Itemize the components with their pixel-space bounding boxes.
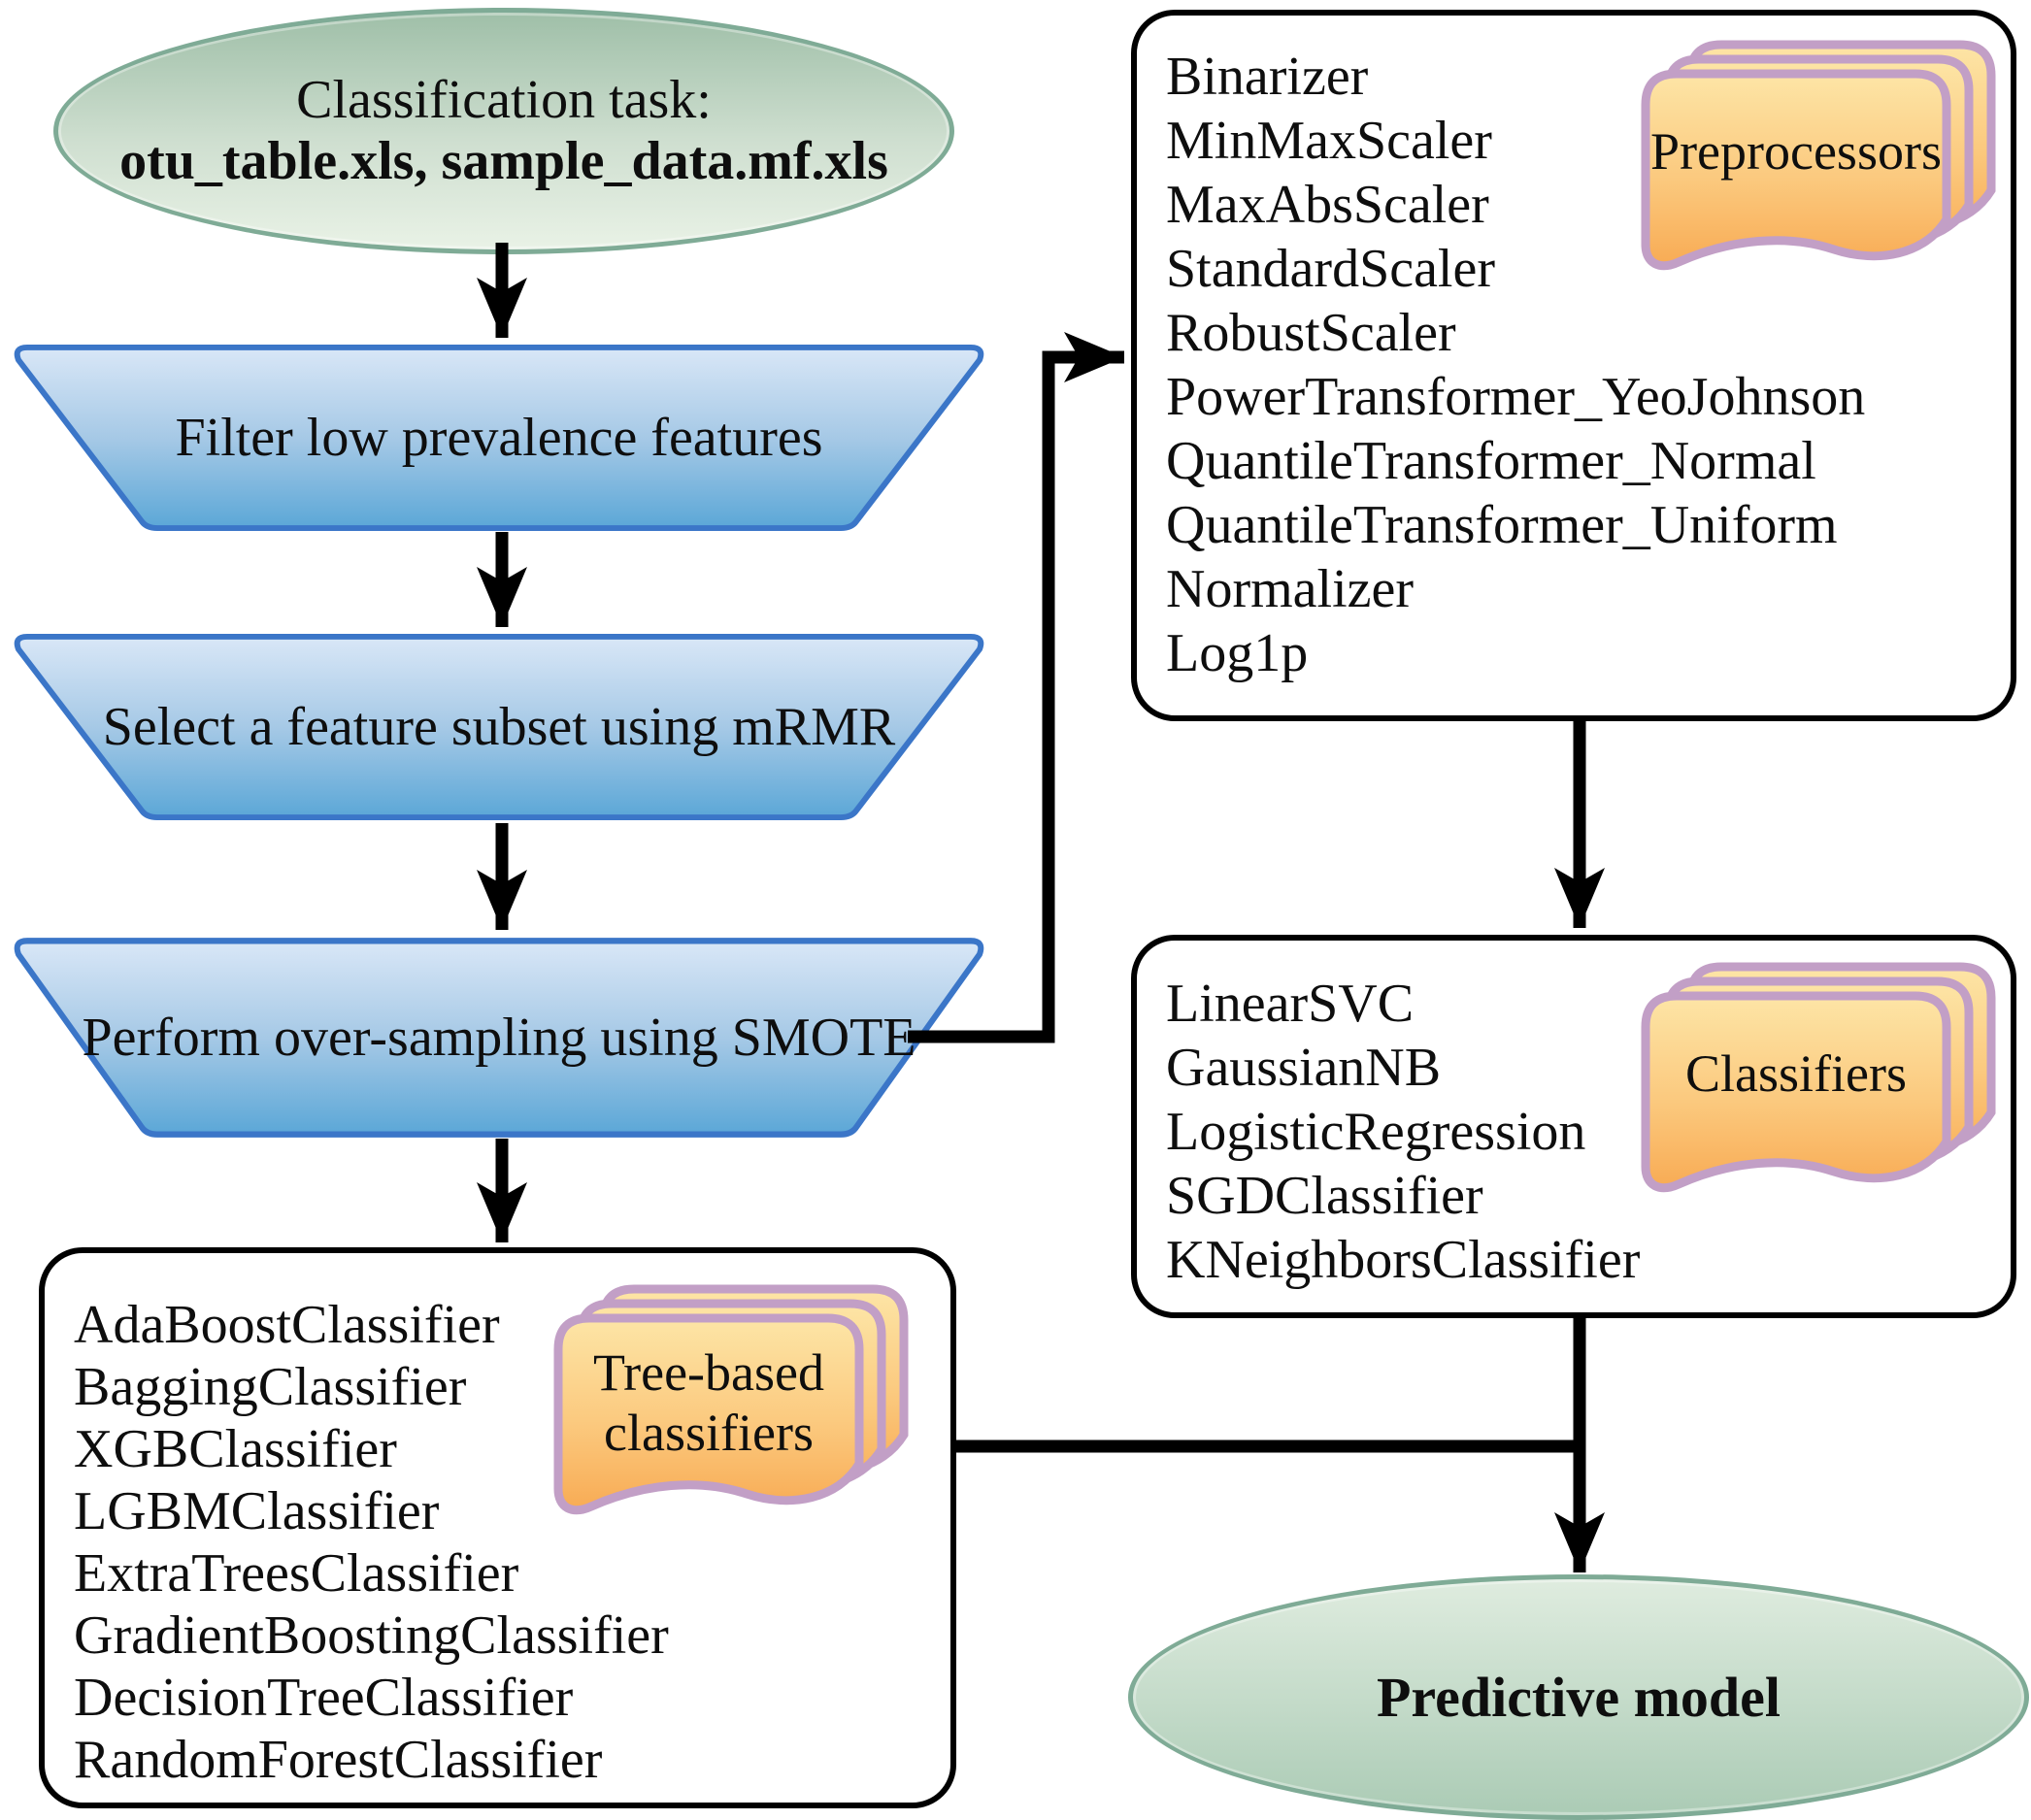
preprocessors-stack-icon: Preprocessors	[1638, 37, 1999, 291]
tree-classifiers-icon-label-line2: classifiers	[604, 1404, 814, 1462]
tree-classifiers-icon-label-line1: Tree-based	[593, 1343, 824, 1402]
step-mrmr-node: Select a feature subset using mRMR	[8, 631, 990, 823]
list-item: GradientBoostingClassifier	[74, 1605, 669, 1666]
list-item: DecisionTreeClassifier	[74, 1668, 574, 1728]
list-item: BaggingClassifier	[74, 1357, 467, 1417]
step-mrmr-label: Select a feature subset using mRMR	[102, 697, 896, 757]
list-item: XGBClassifier	[74, 1419, 397, 1479]
list-item: LGBMClassifier	[74, 1481, 440, 1541]
step-smote-label: Perform over-sampling using SMOTE	[82, 1008, 916, 1068]
list-item: Binarizer	[1166, 47, 1369, 107]
classifiers-icon-label: Classifiers	[1685, 1044, 1907, 1103]
list-item: SGDClassifier	[1166, 1166, 1483, 1226]
list-item: LogisticRegression	[1166, 1102, 1586, 1162]
classifiers-stack-icon: Classifiers	[1638, 959, 1999, 1213]
step-smote-node: Perform over-sampling using SMOTE	[8, 935, 990, 1141]
list-item: RobustScaler	[1166, 303, 1456, 363]
list-item: Normalizer	[1166, 559, 1414, 619]
list-item: AdaBoostClassifier	[74, 1295, 500, 1355]
list-item: Log1p	[1166, 623, 1309, 683]
list-item: MinMaxScaler	[1166, 111, 1492, 171]
list-item: PowerTransformer_YeoJohnson	[1166, 367, 1866, 427]
list-item: QuantileTransformer_Normal	[1166, 431, 1816, 491]
list-item: QuantileTransformer_Uniform	[1166, 495, 1838, 555]
list-item: KNeighborsClassifier	[1166, 1230, 1641, 1290]
list-item: ExtraTreesClassifier	[74, 1543, 519, 1604]
preprocessors-icon-label: Preprocessors	[1650, 122, 1942, 181]
predictive-model-node: Predictive model	[1128, 1574, 2029, 1820]
predictive-model-label: Predictive model	[1376, 1666, 1781, 1729]
classification-task-node: Classification task: otu_table.xls, samp…	[53, 8, 954, 254]
list-item: GaussianNB	[1166, 1038, 1442, 1098]
classification-task-files: otu_table.xls, sample_data.mf.xls	[119, 131, 888, 191]
list-item: LinearSVC	[1166, 974, 1415, 1034]
list-item: StandardScaler	[1166, 239, 1495, 299]
tree-classifiers-stack-icon: Tree-based classifiers	[550, 1281, 912, 1536]
step-filter-label: Filter low prevalence features	[175, 408, 823, 468]
list-item: MaxAbsScaler	[1166, 175, 1489, 235]
classification-task-title: Classification task:	[296, 70, 712, 130]
list-item: RandomForestClassifier	[74, 1730, 603, 1790]
step-filter-node: Filter low prevalence features	[8, 342, 990, 534]
